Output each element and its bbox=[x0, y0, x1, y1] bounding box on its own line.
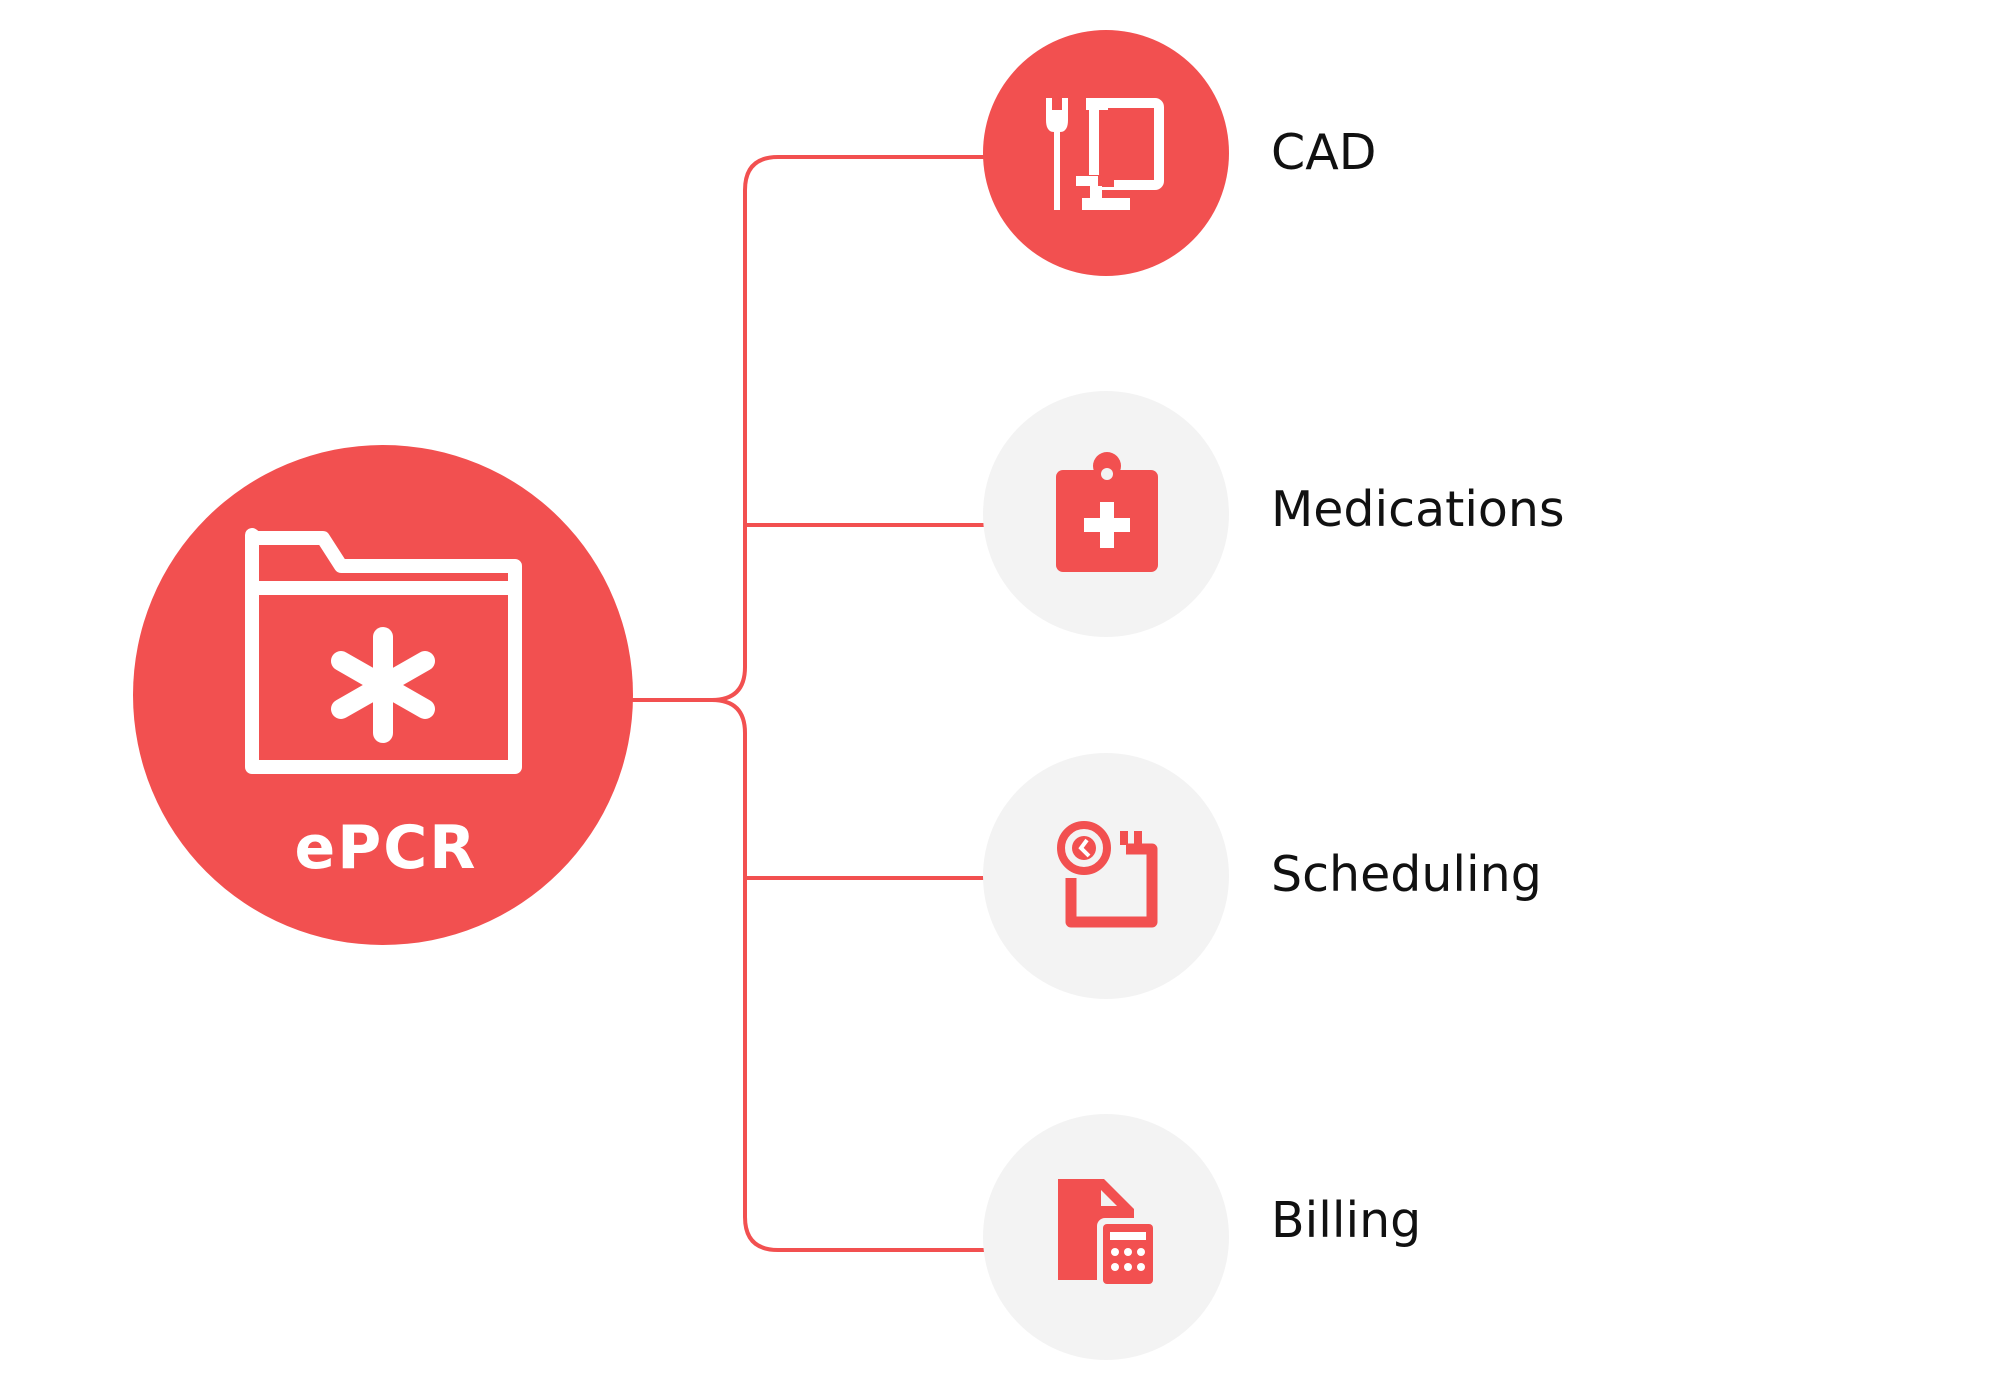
calendar-clock-icon bbox=[1057, 821, 1158, 928]
document-calculator-icon bbox=[1058, 1179, 1159, 1290]
node-label-cad: CAD bbox=[1271, 124, 1377, 181]
node-circle-cad bbox=[983, 30, 1229, 276]
connector-lines bbox=[632, 155, 985, 1252]
connector-trunk-lower bbox=[711, 698, 985, 1252]
node-scheduling bbox=[983, 753, 1229, 999]
computer-plug-icon bbox=[1046, 98, 1164, 210]
node-medications bbox=[983, 391, 1229, 637]
medical-folder-icon bbox=[245, 528, 522, 774]
node-cad bbox=[983, 30, 1229, 276]
hub-epcr bbox=[133, 445, 633, 945]
hub-label: ePCR bbox=[294, 813, 478, 883]
node-circle-scheduling bbox=[983, 753, 1229, 999]
node-label-scheduling: Scheduling bbox=[1271, 846, 1542, 903]
node-label-medications: Medications bbox=[1271, 481, 1565, 538]
connector-trunk-upper bbox=[632, 155, 985, 702]
node-label-billing: Billing bbox=[1271, 1192, 1422, 1249]
node-billing bbox=[983, 1114, 1229, 1360]
medical-kit-icon bbox=[1056, 452, 1158, 572]
